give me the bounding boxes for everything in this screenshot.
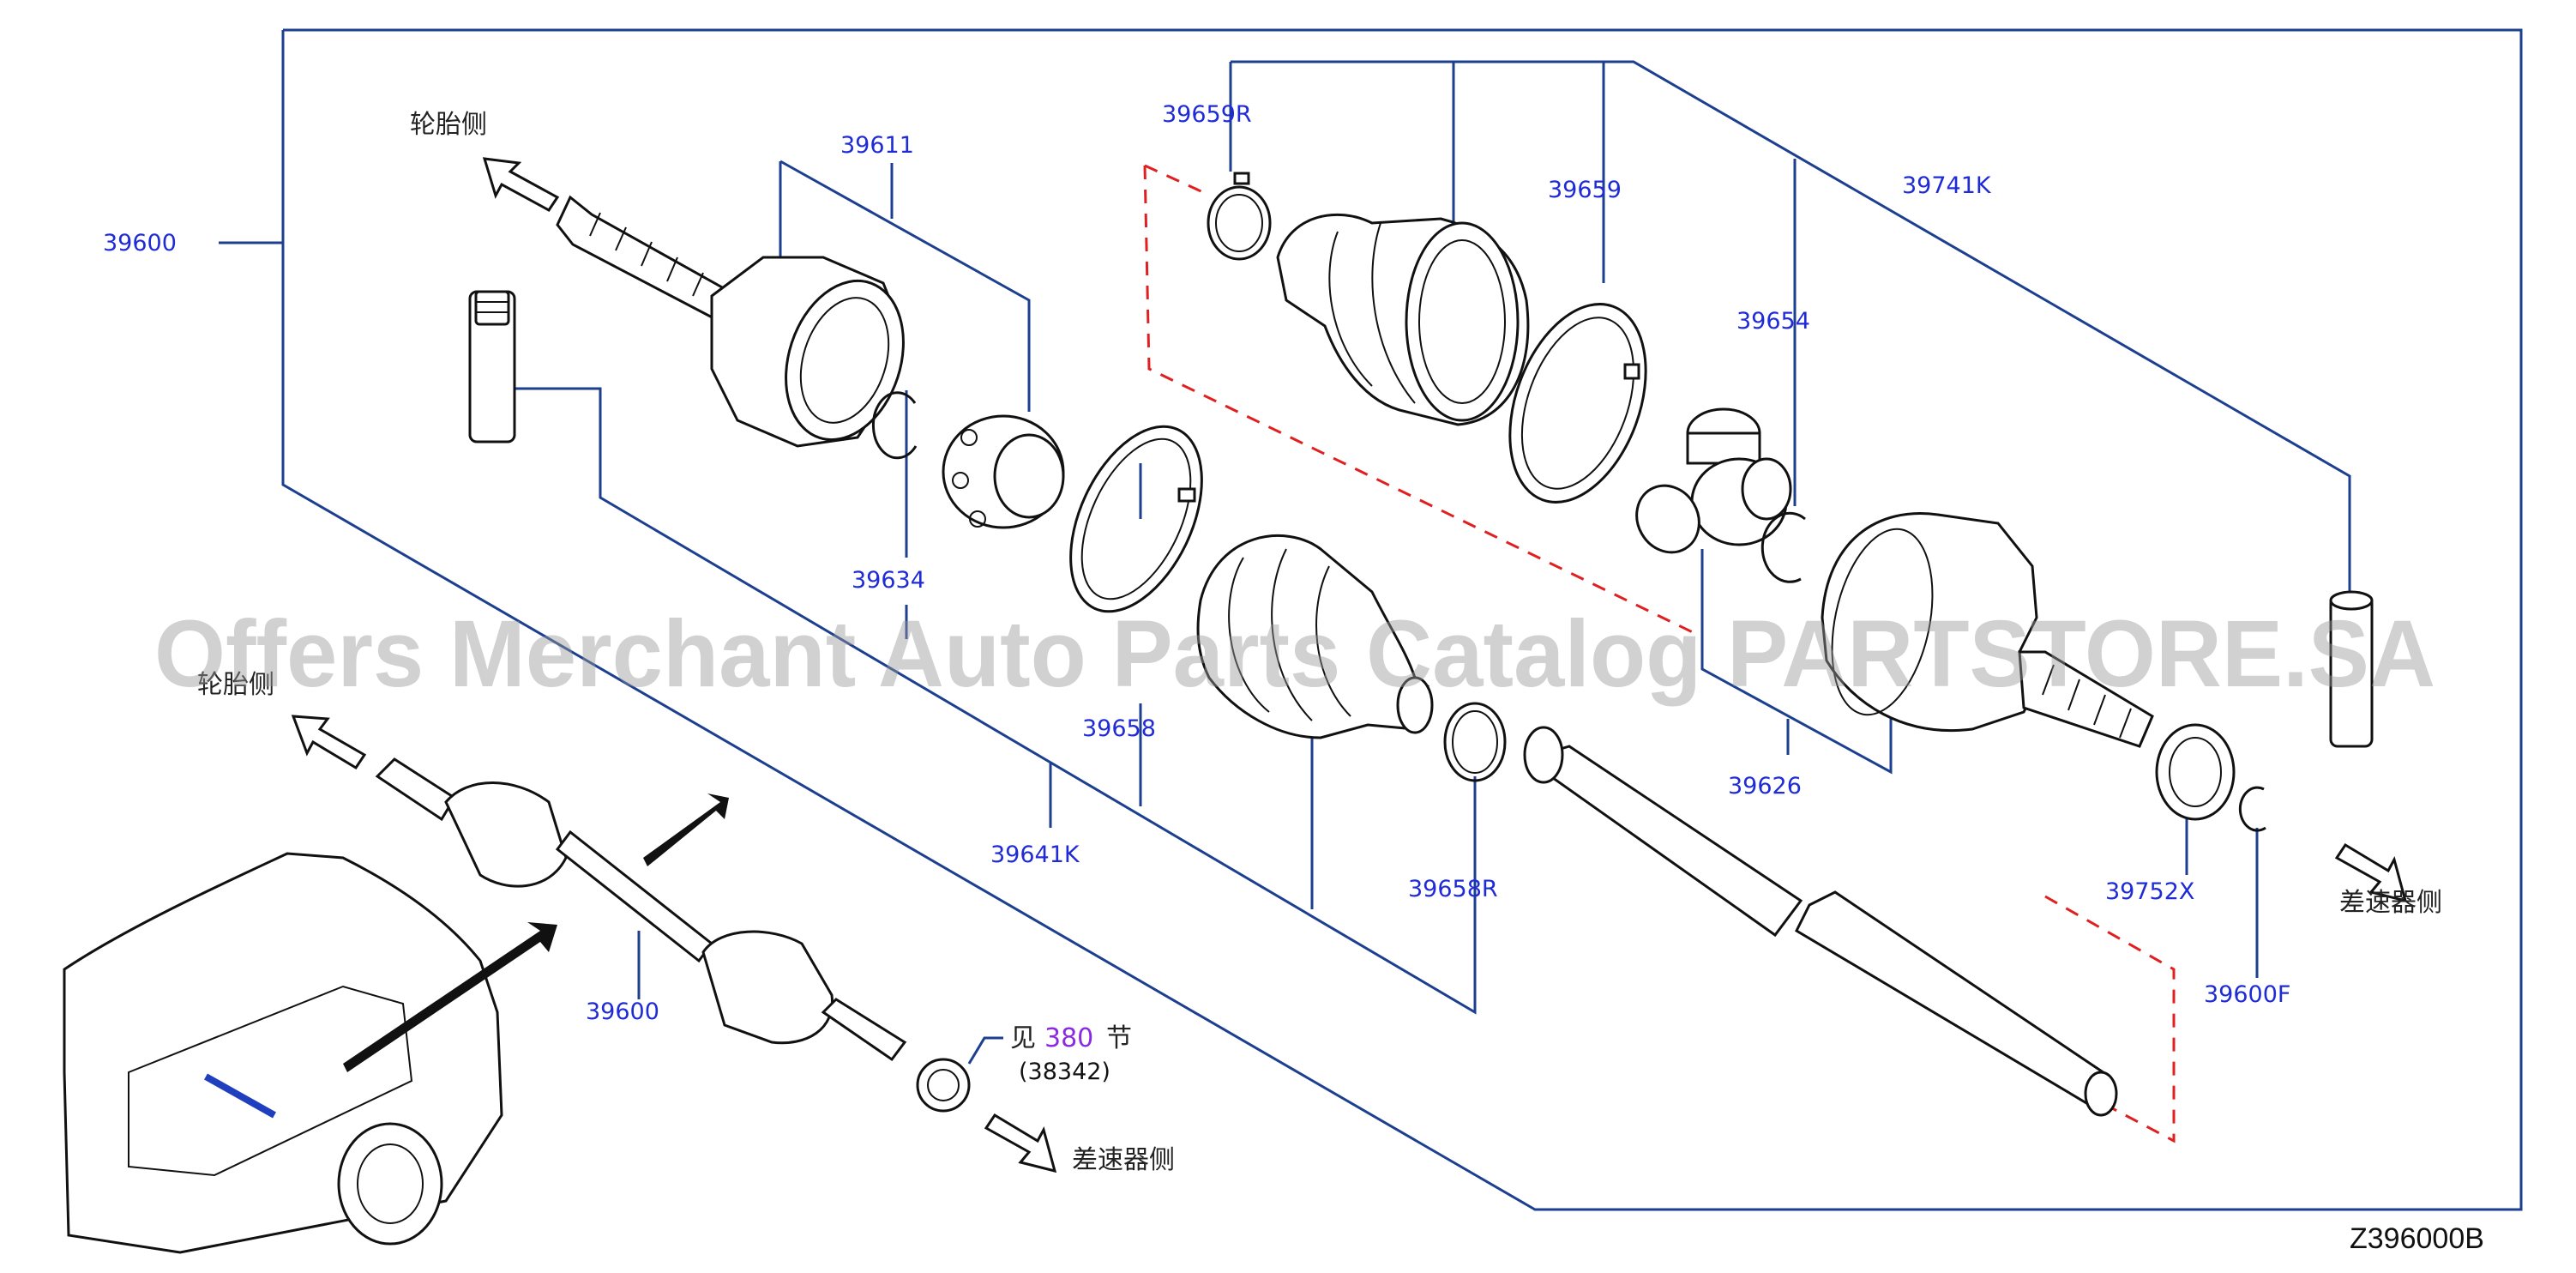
- label-39659: 39659: [1548, 177, 1622, 203]
- oil-seal-39752X: [2155, 723, 2236, 821]
- tulip-housing-body: [1821, 512, 2043, 732]
- label-tire-side-top: 轮胎侧: [410, 110, 487, 140]
- tripod-spider-39626: [1635, 407, 1792, 554]
- leader-lines: [219, 28, 2523, 1211]
- shaft-lower-section: [1795, 890, 2111, 1109]
- lower-inner-boot: [701, 930, 834, 1045]
- label-39600-lower: 39600: [586, 998, 659, 1025]
- label-39741K: 39741K: [1902, 172, 1992, 199]
- label-tire-side-lower: 轮胎侧: [197, 670, 274, 700]
- label-39600-main: 39600: [103, 230, 177, 256]
- bracket-39626: [1700, 549, 1893, 775]
- bracket-39741K: [1231, 60, 2351, 596]
- lower-outer-stub: [375, 757, 457, 822]
- band-39659R-ring: [1207, 185, 1272, 261]
- part-labels: 39600 39611 39634 39658 39641K 39659R 39…: [103, 101, 2290, 1025]
- dash-marker-left: [1143, 165, 1699, 636]
- band-39659R-clip: [1233, 172, 1250, 185]
- ref-suffix: 节: [1106, 1023, 1132, 1053]
- boot-39659: [1276, 213, 1530, 426]
- arrow-install-upper: [643, 793, 729, 866]
- tripod-bore: [1741, 457, 1792, 521]
- outer-cv-joint-39611: [556, 195, 905, 448]
- outer-joint-bell: [785, 279, 905, 442]
- label-39654: 39654: [1736, 308, 1810, 335]
- label-39658R: 39658R: [1408, 876, 1498, 902]
- arrow-tire-side-lower: [291, 715, 367, 770]
- bracket-39611: [779, 160, 1031, 412]
- band-39659-clip: [1623, 363, 1640, 380]
- label-diff-side-bottom: 差速器侧: [1072, 1145, 1175, 1175]
- boot-band-39658: [1069, 425, 1203, 613]
- diagram-code: Z396000B: [2350, 1222, 2484, 1255]
- seal-outer: [2155, 723, 2236, 821]
- label-39752X: 39752X: [2105, 878, 2194, 905]
- boot-band-39658R: [1443, 702, 1507, 782]
- dash-marker-right: [2044, 895, 2176, 1143]
- label-39659R: 39659R: [1162, 101, 1252, 128]
- boot-39641K: [1196, 534, 1434, 739]
- side-labels: 轮胎侧 轮胎侧 差速器侧 差速器侧: [197, 110, 2442, 1175]
- ref-part-number: (38342): [1019, 1059, 1110, 1085]
- snap-ring-39654: [1760, 511, 1806, 583]
- arrow-diff-side-right: [2334, 842, 2408, 903]
- label-39634: 39634: [852, 567, 925, 594]
- grease-tube-right: [2329, 590, 2374, 748]
- arrow-diff-side-bottom: [984, 1113, 1057, 1173]
- label-39600F: 39600F: [2204, 981, 2290, 1008]
- intermediate-shaft: [1523, 726, 2118, 1117]
- lower-inner-stub: [821, 998, 907, 1062]
- arrow-tire-side-top: [482, 157, 560, 212]
- bracket-39641K: [515, 387, 1477, 1015]
- reference-note: 见 380 节 (38342): [1010, 1023, 1132, 1085]
- tripod-roller-left: [1635, 484, 1700, 554]
- ball-cage: [942, 414, 1065, 529]
- boot-small-end: [1396, 676, 1434, 734]
- ref-prefix: 见: [1010, 1023, 1036, 1053]
- label-39611: 39611: [840, 132, 914, 159]
- vehicle-wheel: [337, 1122, 443, 1246]
- shaft-spline-end: [1523, 726, 1564, 784]
- assembled-driveshaft: [375, 757, 971, 1113]
- band-39659-ring: [1508, 303, 1647, 504]
- direction-arrows: [291, 157, 2408, 1173]
- inner-stub-shaft: [2018, 650, 2154, 748]
- lower-outer-boot: [444, 781, 568, 888]
- snap-ring-39600F: [2238, 786, 2266, 832]
- assembly-bracket-39600: [281, 28, 2523, 1211]
- vehicle-door-outline: [128, 985, 413, 1177]
- label-39658: 39658: [1082, 715, 1156, 742]
- snap-ring-39634: [871, 391, 918, 460]
- grease-tube-left: [468, 290, 516, 443]
- boot-band-39659: [1508, 303, 1647, 504]
- lower-shaft-bar: [555, 830, 714, 963]
- small-band-ring: [1443, 702, 1507, 782]
- label-diff-side-right: 差速器侧: [2339, 888, 2442, 918]
- lower-seal-38342: [916, 1058, 971, 1113]
- inner-joint-housing: [1821, 512, 2154, 748]
- boot-band-39659R: [1207, 172, 1272, 261]
- arrow-install-lower: [343, 922, 557, 1072]
- vehicle-overview: [63, 852, 503, 1254]
- dash-marker-top: [1144, 164, 1206, 195]
- label-39626: 39626: [1728, 773, 1802, 799]
- vehicle-driveshaft-marker: [204, 1073, 276, 1119]
- grease-tube-cap: [474, 290, 510, 326]
- leader-ref-38342: [967, 1036, 1003, 1065]
- boot-large-end: [1405, 221, 1520, 422]
- label-39641K: 39641K: [990, 842, 1080, 868]
- dashed-markers: [1143, 164, 2176, 1143]
- band-clip: [1177, 487, 1196, 503]
- ball-cage-bore: [993, 433, 1065, 519]
- shaft-lower-end: [2084, 1071, 2118, 1117]
- boot-band-ring: [1069, 425, 1203, 613]
- watermark: Offers Merchant Auto Parts Catalog PARTS…: [154, 601, 2435, 707]
- ref-section-link[interactable]: 380: [1044, 1023, 1093, 1053]
- grease-tube-right-cap: [2329, 590, 2374, 611]
